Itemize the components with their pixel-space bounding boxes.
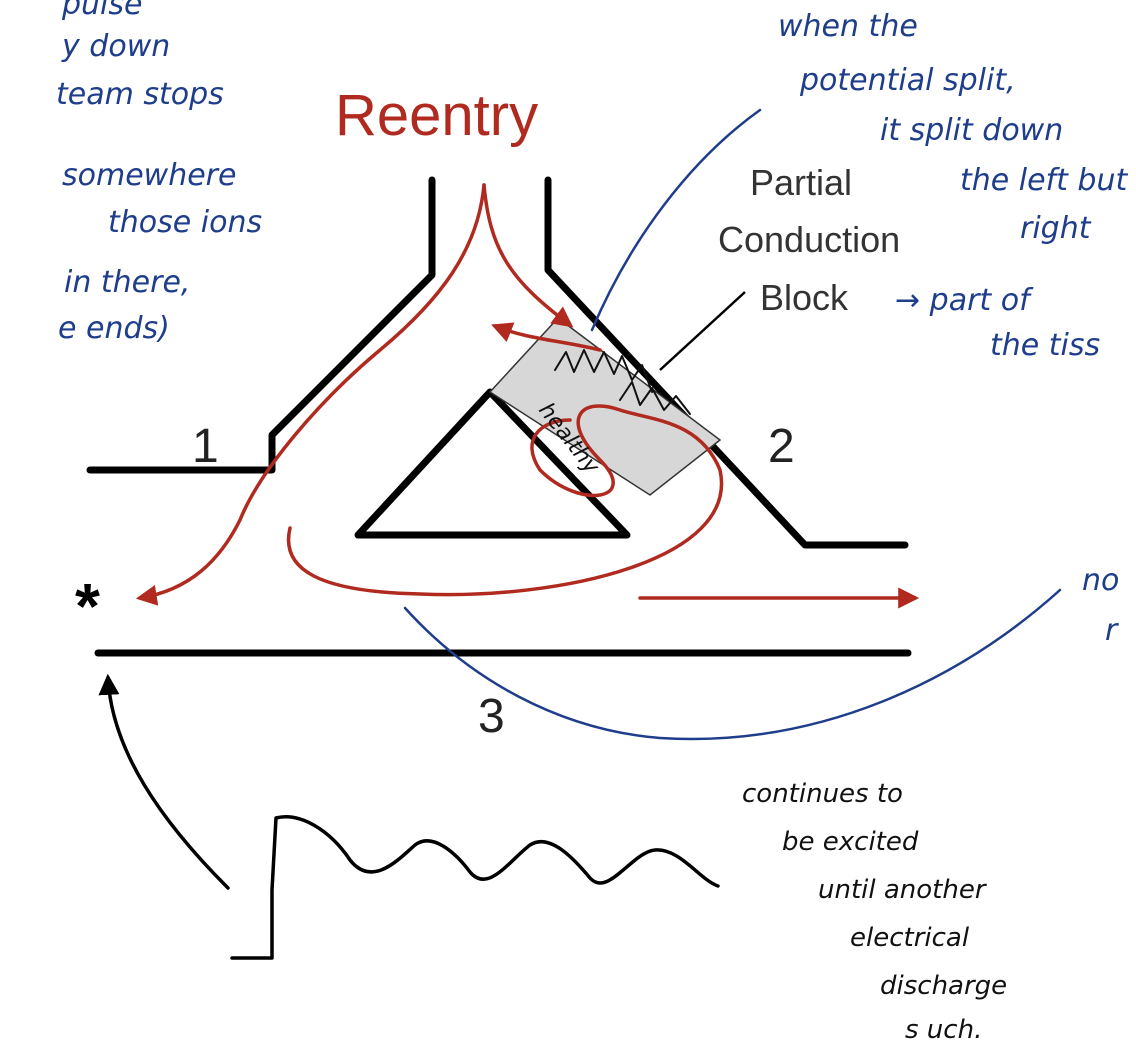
- block-label-line-3: Block: [760, 277, 849, 318]
- branch-labels: 1 2 3: [192, 420, 795, 743]
- annotation-block-note: → part of the tiss: [895, 283, 1100, 363]
- stimulus-trace: [98, 673, 720, 960]
- annotation-top-left: pulse y down team stops somewhere those …: [56, 0, 262, 346]
- curved-arrow: [98, 673, 230, 890]
- scribble-2: [619, 381, 691, 415]
- outer-left-wall: [86, 176, 436, 474]
- branch-label-2: 2: [768, 420, 795, 473]
- diagram-title: Reentry: [335, 83, 538, 148]
- annotation-bottom-right-line-2: be excited: [782, 827, 919, 857]
- block-label-line-1: Partial: [750, 162, 852, 203]
- impulse-paths: [135, 183, 920, 609]
- annotation-top-left-line-5: those ions: [108, 205, 262, 240]
- branch-label-3: 3: [478, 690, 505, 743]
- conduction-block: [488, 291, 746, 496]
- annotation-bottom-right-line-1: continues to: [742, 779, 903, 809]
- annotation-top-left-line-3: team stops: [56, 77, 224, 112]
- annotation-top-right-line-3: it split down: [880, 113, 1063, 148]
- block-label-leader: [659, 291, 746, 371]
- annotation-block-note-line-1: → part of: [895, 283, 1034, 318]
- impulse-retrograde: [491, 322, 602, 352]
- inner-triangle: [354, 388, 631, 539]
- impulse-top-right: [482, 183, 574, 328]
- leader-top-right: [590, 108, 762, 332]
- annotation-top-left-line-1: pulse: [61, 0, 142, 22]
- branch-label-1: 1: [192, 420, 219, 473]
- ink-leaders: [403, 108, 1062, 741]
- annotation-top-left-line-4: somewhere: [62, 158, 236, 193]
- annotation-top-right: when the potential split, it split down …: [778, 9, 1128, 246]
- annotation-bottom-right-line-6: s uch.: [905, 1015, 982, 1042]
- annotation-right-edge-line-1: no: [1082, 563, 1119, 598]
- annotation-block-note-line-2: the tiss: [990, 328, 1100, 363]
- annotation-top-right-line-2: potential split,: [799, 63, 1016, 98]
- annotation-bottom-right-line-5: discharge: [880, 971, 1007, 1001]
- annotation-top-left-line-7: e ends): [58, 311, 170, 346]
- annotation-top-left-line-6: in there,: [64, 265, 190, 300]
- impulse-down-left: [135, 183, 486, 606]
- annotation-bottom-right-line-3: until another: [818, 875, 988, 905]
- block-label-line-2: Conduction: [718, 219, 900, 260]
- annotation-bottom-right: continues to be excited until another el…: [742, 779, 1007, 1042]
- annotation-top-right-line-5: right: [1020, 211, 1092, 246]
- annotation-right-edge-line-2: r: [1105, 613, 1119, 648]
- action-potential-trace: [230, 815, 720, 960]
- annotation-top-right-line-4: the left but: [960, 163, 1128, 198]
- scribble-1: [554, 349, 653, 393]
- tissue-walls: [86, 176, 912, 657]
- block-label: Partial Conduction Block: [718, 162, 900, 318]
- annotation-bottom-right-line-4: electrical: [850, 923, 970, 953]
- annotation-top-right-line-1: when the: [778, 9, 918, 44]
- annotation-top-left-line-2: y down: [61, 29, 170, 64]
- origin-marker: *: [75, 570, 100, 642]
- block-scribbles: [554, 349, 691, 415]
- annotation-right-edge: no r: [1082, 563, 1119, 648]
- leader-bottom: [403, 588, 1062, 741]
- impulse-bottom-loop: [286, 404, 724, 597]
